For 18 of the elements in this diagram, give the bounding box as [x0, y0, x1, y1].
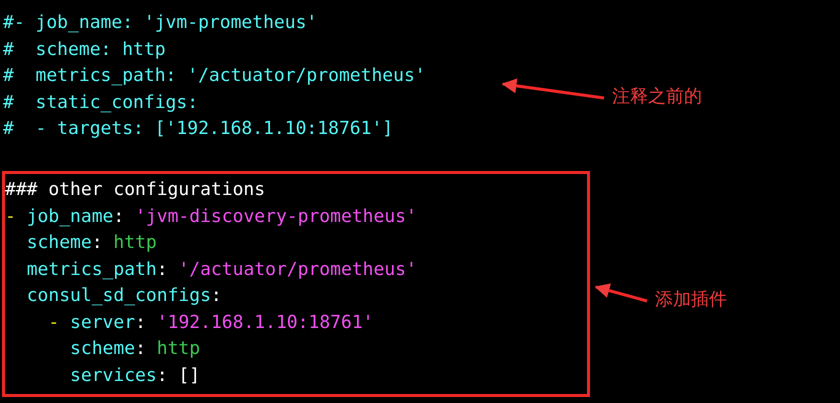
code-line: scheme: http: [69, 337, 200, 361]
code-line: scheme: http: [26, 231, 157, 255]
code-comment-line: # static_configs:: [3, 90, 198, 114]
code-line: - server: '192.168.1.10:18761': [47, 310, 374, 334]
code-comment-line: # - targets: ['192.168.1.10:18761']: [3, 117, 394, 141]
code-line: services: []: [69, 364, 200, 388]
code-line: - job_name: 'jvm-discovery-prometheus': [5, 204, 417, 228]
code-line: ### other configurations: [5, 178, 266, 202]
code-comment-line: # scheme: http: [3, 38, 166, 62]
annotation-text: 注释之前的: [612, 84, 702, 108]
highlighted-code-box: [2, 171, 590, 397]
code-comment-line: #- job_name: 'jvm-prometheus': [3, 11, 318, 35]
arrow: [502, 78, 604, 100]
code-line: metrics_path: '/actuator/prometheus': [26, 258, 417, 282]
code-line: consul_sd_configs:: [26, 284, 222, 308]
arrow: [594, 283, 648, 302]
code-comment-line: # metrics_path: '/actuator/prometheus': [3, 64, 426, 88]
annotation-text: 添加插件: [655, 287, 727, 311]
